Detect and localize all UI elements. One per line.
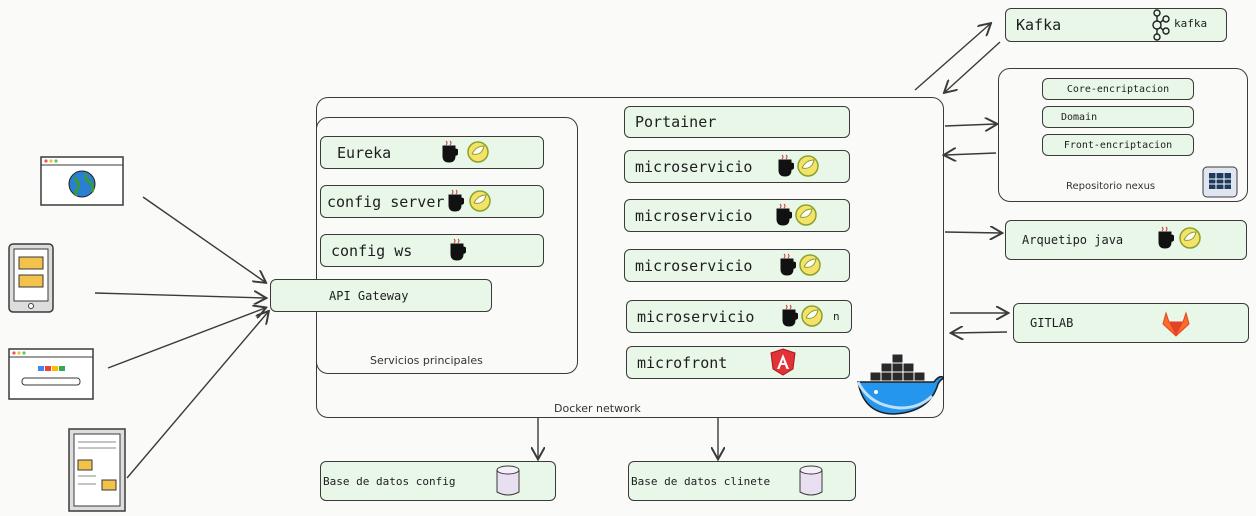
java-icon [442,140,458,163]
java-icon [782,304,798,327]
nexus-item-label: Front-encriptacion [1063,139,1173,151]
spring-icon [469,190,491,212]
eureka-box[interactable]: Eureka [320,136,544,169]
config-server-box[interactable]: config server [320,185,544,218]
eureka-label: Eureka [337,143,392,162]
arrow-to-nexus [944,124,996,126]
config-ws-label: config ws [331,241,413,260]
nexus-item-core-encriptacion[interactable]: Core-encriptacion [1042,78,1194,100]
api-gateway-box[interactable]: API Gateway [270,279,492,312]
arrow-from-kafka [945,41,1001,92]
spring-icon [795,204,817,226]
nexus-caption: Repositorio nexus [1066,181,1156,192]
kafka-logo-icon [1152,9,1170,41]
microservice-label: microservicio [637,307,755,326]
java-icon [776,203,792,226]
spring-icon [797,155,819,177]
microservice-box-2[interactable]: microservicio [624,199,850,232]
db-config-label: Base de datos config [323,474,456,488]
database-icon [799,465,823,496]
arrow-tablet-to-gateway [94,293,265,298]
tablet-icon [8,243,54,317]
gitlab-label: GITLAB [1030,316,1074,330]
nexus-item-front-encriptacion[interactable]: Front-encriptacion [1042,134,1194,156]
portainer-box[interactable]: Portainer [624,106,850,138]
config-ws-box[interactable]: config ws [320,234,544,267]
microservice-n-label: n [833,310,840,323]
document-icon [68,428,126,516]
api-gateway-label: API Gateway [329,288,409,303]
java-icon [780,253,796,276]
microfront-box[interactable]: microfront [626,346,850,379]
nexus-repository-frame [998,68,1248,202]
config-server-label: config server [327,192,445,211]
arrow-from-gitlab [952,332,1008,333]
nexus-icon [1202,166,1238,198]
arrow-search-to-gateway [107,308,265,369]
arrow-document-to-gateway [126,312,268,479]
microfront-label: microfront [637,353,728,372]
arquetipo-java-box[interactable]: Arquetipo java [1005,220,1247,260]
arrow-to-arquetipo [944,232,1001,233]
db-clinete-label: Base de datos clinete [631,474,771,488]
servicios-principales-caption: Servicios principales [370,354,483,367]
kafka-title: Kafka [1016,16,1062,34]
gitlab-box[interactable]: GITLAB [1013,303,1249,343]
arrow-browser-to-gateway [142,196,265,282]
microservice-label: microservicio [635,157,753,176]
java-icon [778,154,794,177]
java-icon [1158,226,1174,249]
arrow-from-nexus [945,153,997,155]
kafka-logo-text: kafka [1174,17,1208,30]
spring-icon [801,305,823,327]
database-icon [496,465,520,496]
browser-globe-icon [40,156,124,210]
microservice-label: microservicio [635,256,753,275]
angular-icon [770,348,796,376]
servicios-principales-frame [316,117,578,374]
search-browser-icon [8,348,94,404]
nexus-item-domain[interactable]: Domain [1042,106,1194,128]
microservice-label: microservicio [635,206,753,225]
spring-icon [1179,227,1201,249]
docker-whale-icon [856,353,944,415]
java-icon [450,238,466,261]
gitlab-fox-icon [1162,311,1190,337]
portainer-label: Portainer [635,113,717,131]
spring-icon [799,254,821,276]
arrow-to-kafka [914,24,990,91]
arquetipo-java-label: Arquetipo java [1022,233,1124,247]
java-icon [448,189,464,212]
spring-icon [467,141,489,163]
nexus-item-label: Core-encriptacion [1066,83,1170,95]
docker-network-caption: Docker network [554,402,641,415]
nexus-item-label: Domain [1061,111,1098,123]
kafka-box[interactable]: Kafka [1005,8,1227,42]
